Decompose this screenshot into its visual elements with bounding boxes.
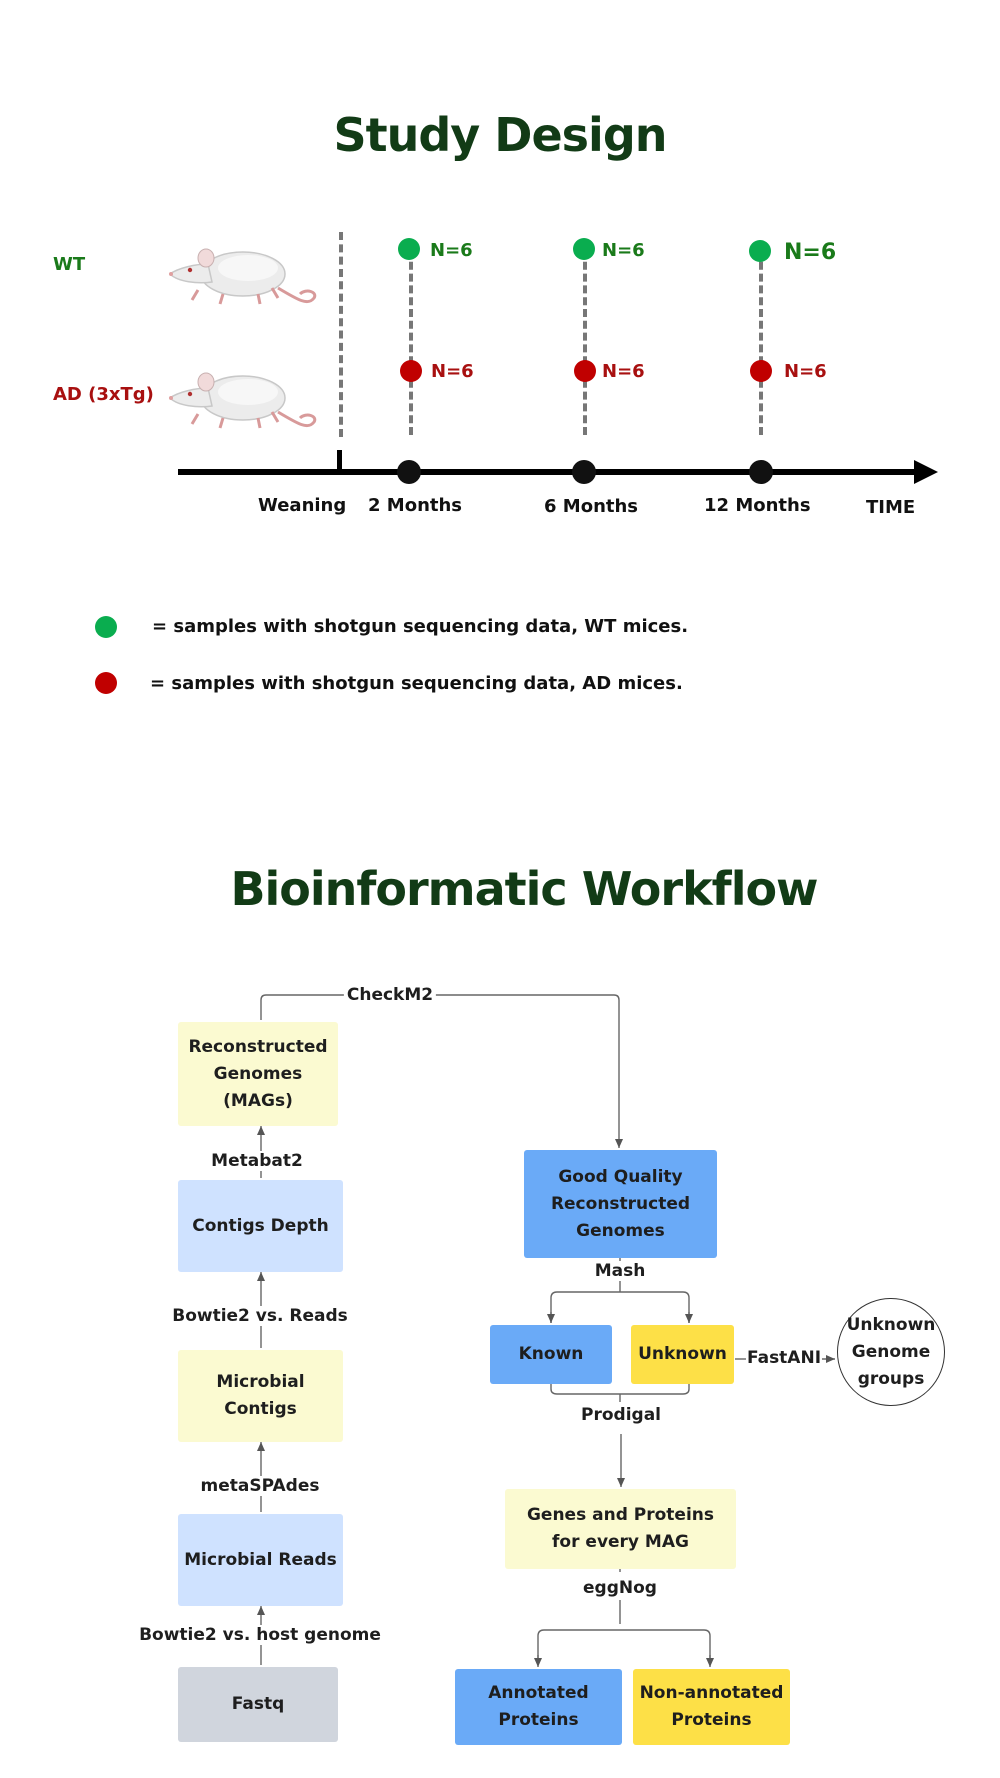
m12-timepoint-dot bbox=[749, 460, 773, 484]
m6-timepoint-dot bbox=[572, 460, 596, 484]
ad-group-label: AD (3xTg) bbox=[53, 384, 154, 405]
weaning-label: Weaning bbox=[258, 495, 347, 516]
wt-12m-count: N=6 bbox=[784, 240, 837, 265]
wt-2m-sample-dot bbox=[398, 238, 420, 260]
metabat-step-label: Metabat2 bbox=[208, 1151, 306, 1171]
weaning-tick bbox=[337, 450, 342, 472]
mags-box: Reconstructed Genomes (MAGs) bbox=[178, 1022, 338, 1126]
time-axis-label: TIME bbox=[866, 497, 916, 518]
checkm-step-label: CheckM2 bbox=[343, 985, 437, 1005]
wt-6m-count: N=6 bbox=[602, 240, 645, 261]
legend-wt-text: = samples with shotgun sequencing data, … bbox=[152, 616, 689, 637]
m2-dashed-line bbox=[409, 250, 413, 435]
legend-ad-text: = samples with shotgun sequencing data, … bbox=[150, 673, 683, 694]
microbial-contigs-box: Microbial Contigs bbox=[178, 1350, 343, 1442]
m6-label: 6 Months bbox=[544, 496, 639, 517]
weaning-dashed-line bbox=[339, 232, 343, 437]
non-annotated-proteins-box: Non-annotated Proteins bbox=[633, 1669, 790, 1745]
ad-6m-sample-dot bbox=[574, 360, 596, 382]
bowtie-reads-step-label: Bowtie2 vs. Reads bbox=[169, 1306, 351, 1326]
m12-label: 12 Months bbox=[704, 495, 811, 516]
ad-2m-count: N=6 bbox=[431, 361, 474, 382]
wt-6m-sample-dot bbox=[573, 238, 595, 260]
unknown-genome-groups-circle: Unknown Genome groups bbox=[837, 1298, 945, 1406]
study-design-title: Study Design bbox=[333, 108, 668, 162]
wt-2m-count: N=6 bbox=[430, 240, 473, 261]
wt-12m-sample-dot bbox=[749, 240, 771, 262]
ad-6m-count: N=6 bbox=[602, 361, 645, 382]
timeline-axis bbox=[178, 469, 918, 475]
legend-red-dot bbox=[95, 672, 117, 694]
ad-12m-sample-dot bbox=[750, 360, 772, 382]
wt-group-label: WT bbox=[53, 254, 86, 275]
bowtie-host-step-label: Bowtie2 vs. host genome bbox=[136, 1625, 384, 1645]
timeline-arrowhead bbox=[914, 460, 938, 484]
ad-2m-sample-dot bbox=[400, 360, 422, 382]
m12-dashed-line bbox=[759, 250, 763, 435]
mash-step-label: Mash bbox=[591, 1261, 649, 1281]
m2-timepoint-dot bbox=[397, 460, 421, 484]
wt-mouse-icon bbox=[168, 248, 317, 305]
m2-label: 2 Months bbox=[368, 495, 463, 516]
good-quality-genomes-box: Good Quality Reconstructed Genomes bbox=[524, 1150, 717, 1258]
ad-mouse-icon bbox=[168, 372, 317, 429]
fastani-step-label: FastANI bbox=[745, 1348, 823, 1368]
metaspades-step-label: metaSPAdes bbox=[197, 1476, 323, 1496]
m6-dashed-line bbox=[583, 250, 587, 435]
microbial-reads-box: Microbial Reads bbox=[178, 1514, 343, 1606]
fastq-box: Fastq bbox=[178, 1667, 338, 1742]
genes-proteins-box: Genes and Proteins for every MAG bbox=[505, 1489, 736, 1569]
unknown-box: Unknown bbox=[631, 1325, 734, 1384]
legend-green-dot bbox=[95, 616, 117, 638]
known-box: Known bbox=[490, 1325, 612, 1384]
contigs-depth-box: Contigs Depth bbox=[178, 1180, 343, 1272]
prodigal-step-label: Prodigal bbox=[578, 1405, 664, 1425]
eggnog-step-label: eggNog bbox=[580, 1578, 660, 1598]
annotated-proteins-box: Annotated Proteins bbox=[455, 1669, 622, 1745]
workflow-title: Bioinformatic Workflow bbox=[230, 862, 818, 916]
ad-12m-count: N=6 bbox=[784, 361, 827, 382]
